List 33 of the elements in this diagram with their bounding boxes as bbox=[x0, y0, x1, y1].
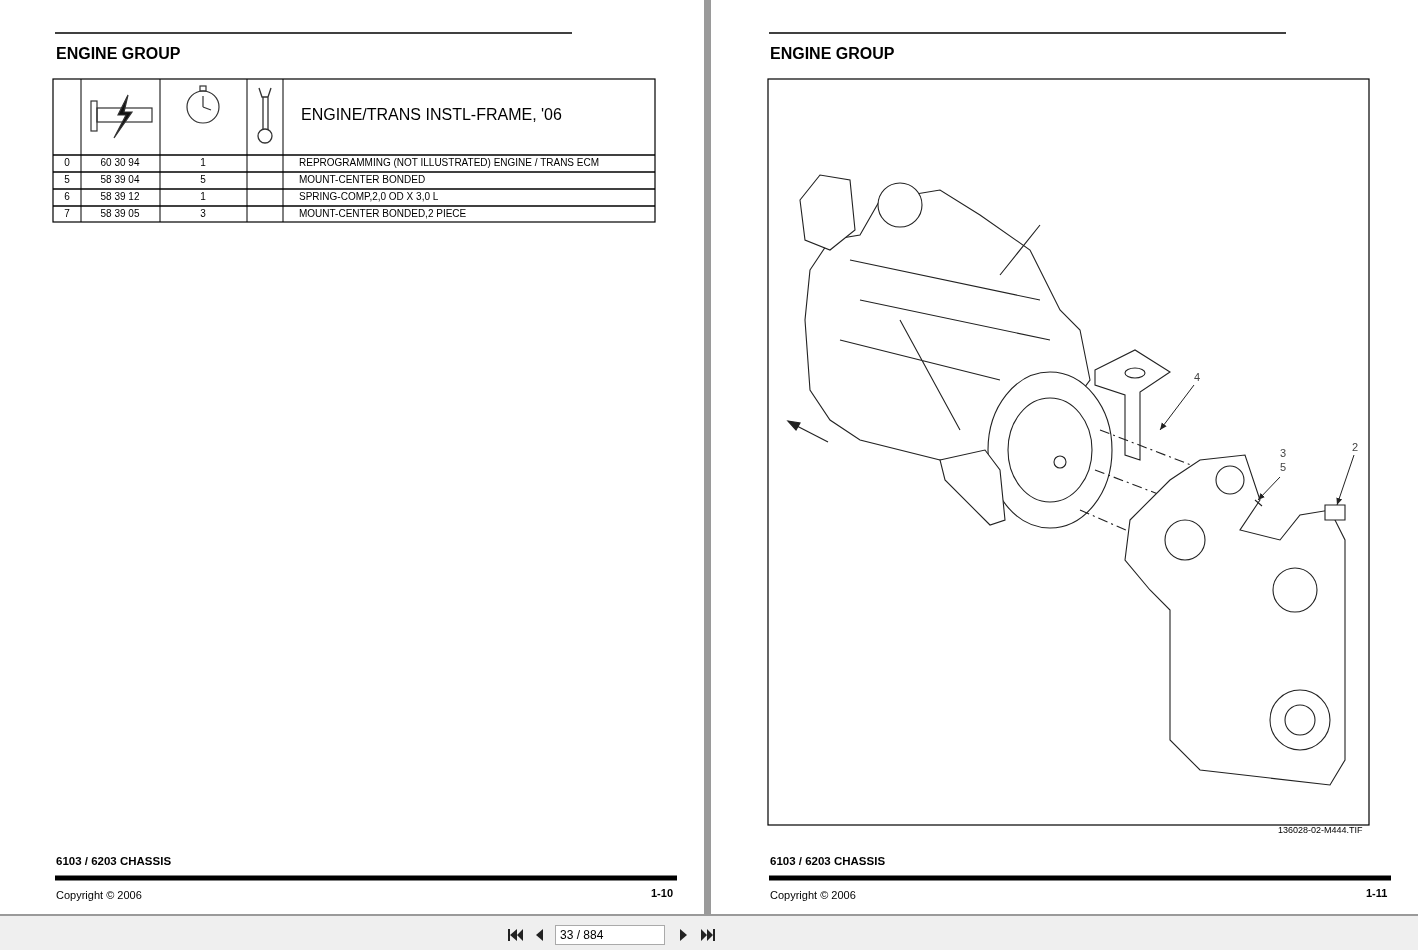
table-cell: 5 bbox=[64, 174, 70, 185]
section-heading: ENGINE GROUP bbox=[770, 45, 895, 63]
footer-title: 6103 / 6203 CHASSIS bbox=[770, 855, 886, 867]
leader-line bbox=[1336, 454, 1355, 506]
page-field: 33 / 884 bbox=[555, 925, 665, 945]
table-cell: 7 bbox=[64, 208, 70, 219]
table-cell: 58 39 05 bbox=[100, 208, 140, 219]
table-cell: MOUNT-CENTER BONDED,2 PIECE bbox=[299, 208, 467, 219]
callout-number: 2 bbox=[1350, 440, 1360, 454]
table-cell: 58 39 12 bbox=[100, 191, 140, 202]
table-cell: 3 bbox=[200, 208, 206, 219]
table-cell: 5 bbox=[200, 174, 206, 185]
file-name: 136028-02-M444.TIF bbox=[1278, 825, 1363, 835]
leader-line bbox=[1257, 476, 1281, 501]
table-cell: 6 bbox=[64, 191, 70, 202]
copyright-text: Copyright © 2006 bbox=[770, 889, 856, 901]
callout-number: 4 bbox=[1191, 370, 1203, 384]
table-title: ENGINE/TRANS INSTL-FRAME, '06 bbox=[301, 106, 562, 124]
table-cell: 60 30 94 bbox=[100, 157, 140, 168]
page-number: 1-10 bbox=[651, 887, 674, 899]
table-cell: MOUNT-CENTER BONDED bbox=[299, 174, 426, 185]
table-cell: REPROGRAMMING (NOT ILLUSTRATED) ENGINE / TRANS ECM bbox=[299, 157, 600, 168]
table-cell: 1 bbox=[200, 191, 206, 202]
footer-title: 6103 / 6203 CHASSIS bbox=[56, 855, 172, 867]
callout-number: 3 5 bbox=[1278, 446, 1288, 474]
page-number: 1-11 bbox=[1366, 887, 1388, 899]
copyright-text: Copyright © 2006 bbox=[56, 889, 142, 901]
table-cell: 1 bbox=[200, 157, 206, 168]
section-heading: ENGINE GROUP bbox=[56, 45, 181, 63]
table-cell: SPRING-COMP,2,0 OD X 3,0 L bbox=[299, 191, 439, 202]
table-cell: 58 39 04 bbox=[100, 174, 140, 185]
leader-line bbox=[1159, 384, 1195, 431]
table-cell: 0 bbox=[64, 157, 70, 168]
